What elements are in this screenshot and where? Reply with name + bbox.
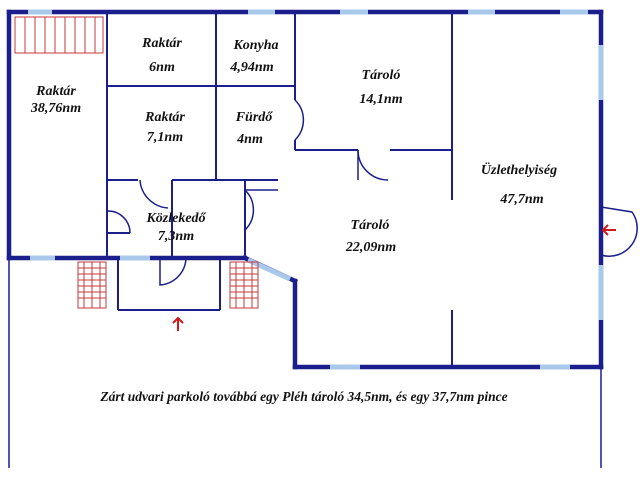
room-area-kozlekedo: 7,3nm [158,229,194,244]
room-area-tarolo-lower: 22,09nm [345,240,396,255]
room-name-raktar-small: Raktár [141,36,182,51]
room-area-konyha: 4,94nm [229,60,273,75]
door-swings [107,99,638,286]
room-name-kozlekedo: Közlekedő [145,211,206,226]
room-name-tarolo-upper: Tároló [362,68,401,83]
room-area-tarolo-upper: 14,1nm [359,92,402,107]
room-name-uzlethelyiseg: Üzlethelyiség [481,161,557,178]
room-area-raktar-small: 6nm [149,60,175,75]
room-name-raktar-middle: Raktár [144,110,185,125]
outer-walls [6,9,604,370]
room-area-raktar-large: 38,76nm [30,101,81,116]
entrance-arrow-icon [172,316,184,331]
room-area-raktar-middle: 7,1nm [147,130,183,145]
windows [28,9,604,370]
room-name-furdo: Fürdő [235,110,274,125]
side-entrance-arrow-icon [601,224,616,236]
room-area-furdo: 4nm [236,132,263,147]
caption-text: Zárt udvari parkoló továbbá egy Pléh tár… [99,389,507,404]
room-area-uzlethelyiseg: 47,7nm [499,192,543,207]
yard-boundary [8,258,602,468]
stairs [14,16,259,309]
room-name-konyha: Konyha [232,38,278,53]
room-name-tarolo-lower: Tároló [351,218,390,233]
room-name-raktar-large: Raktár [35,84,76,99]
inner-walls [106,14,453,367]
